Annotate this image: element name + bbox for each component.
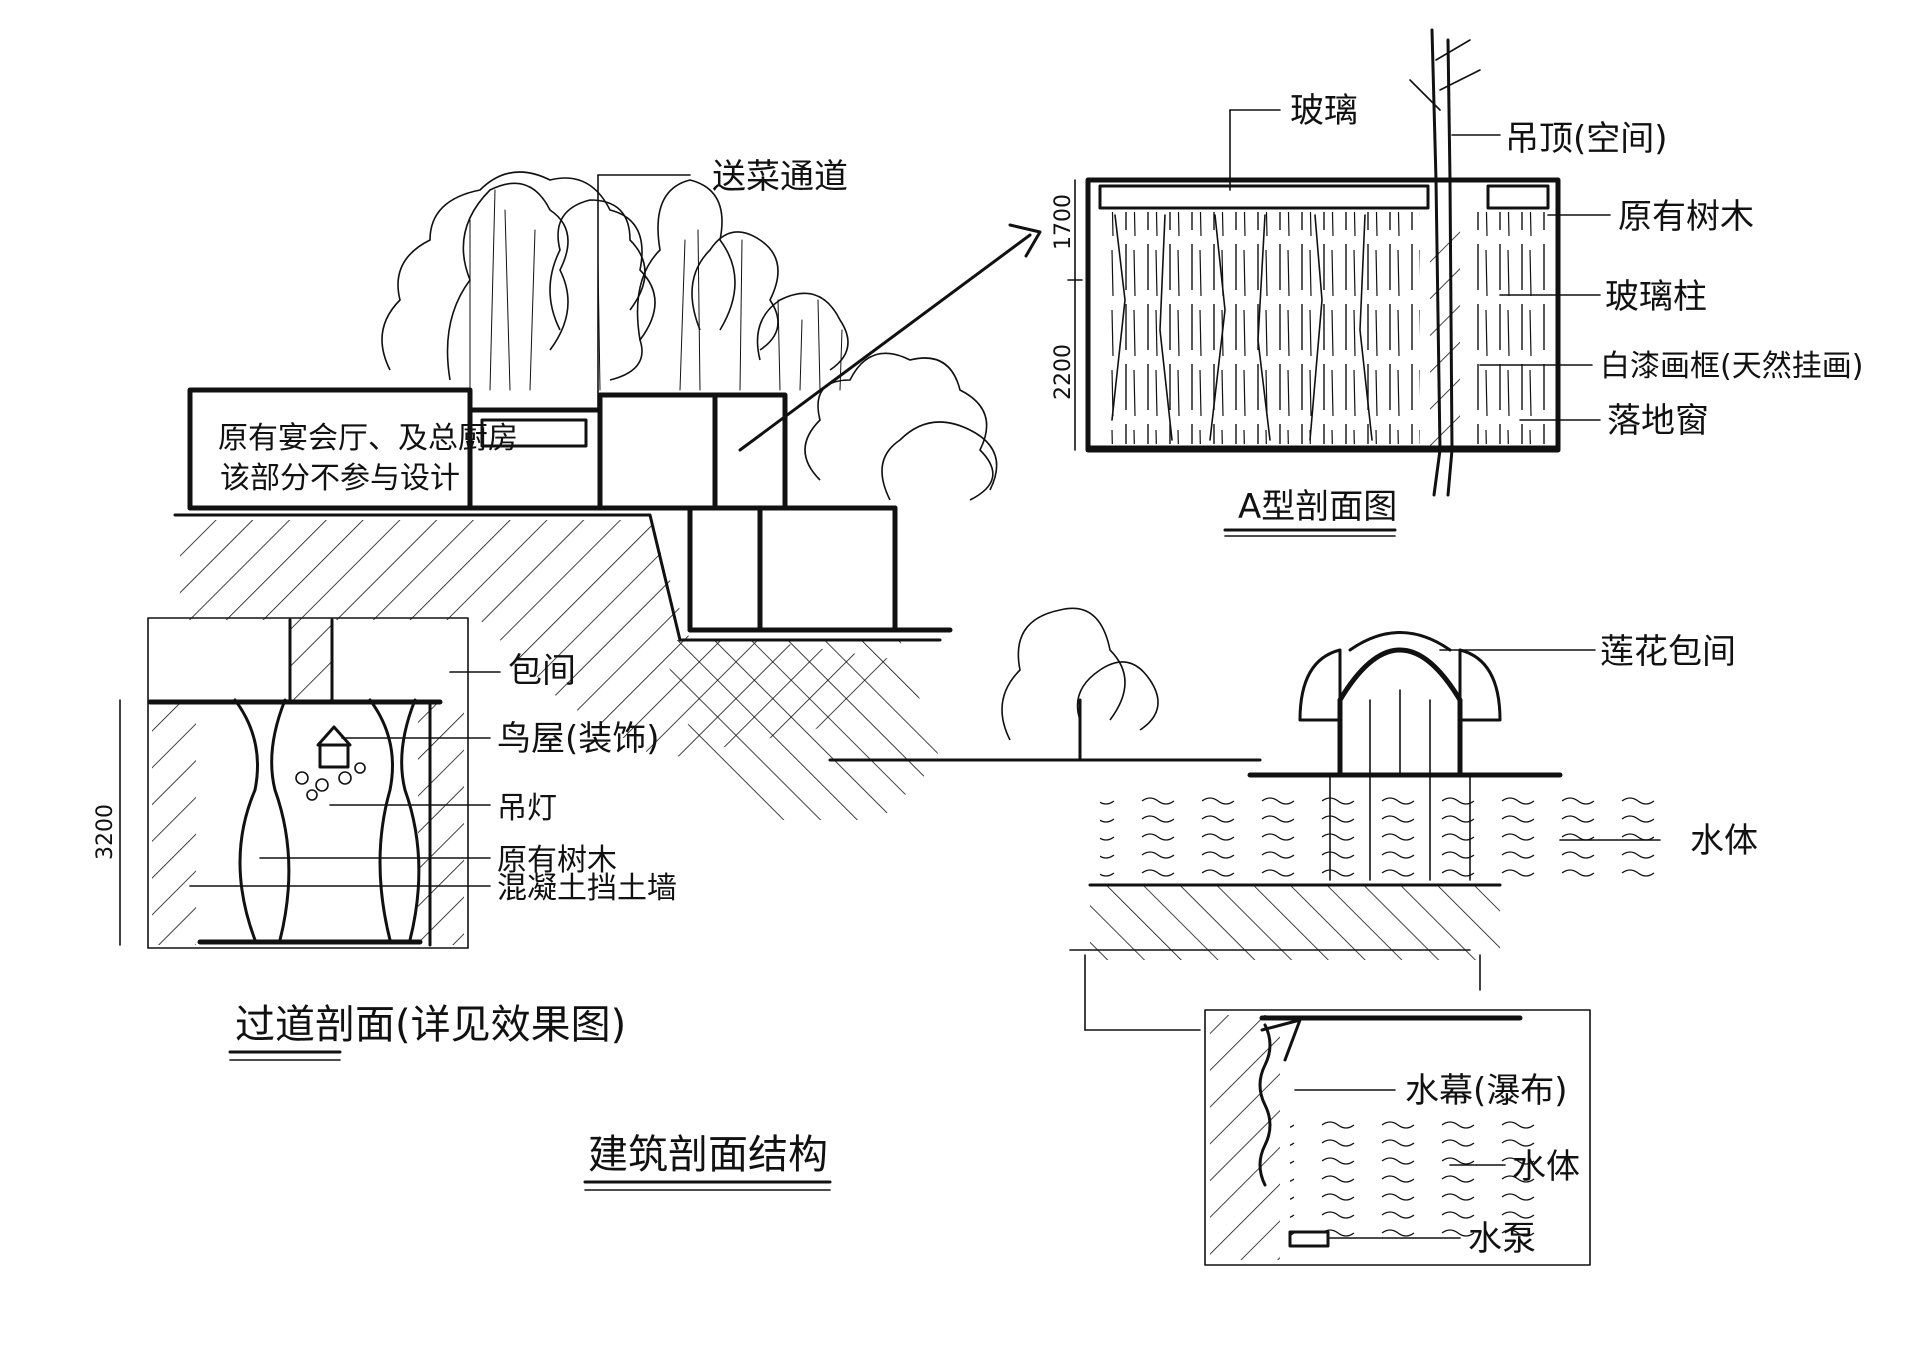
water-curtain-frame — [1204, 1009, 1591, 1266]
water-pump-icon — [1288, 1230, 1330, 1248]
white-paint-frame-label: 白漆画框(天然挂画) — [1600, 349, 1863, 384]
pendant-lamps — [295, 762, 366, 801]
lotus-room-label: 莲花包间 — [1600, 632, 1736, 672]
dining-box-upper — [597, 392, 788, 511]
bird-house-icon — [316, 725, 352, 769]
pendant-lamp-label: 吊灯 — [497, 791, 557, 826]
glass-top-label: 玻璃 — [1290, 91, 1358, 131]
water-curtain-section: 水幕(瀑布) 水体 水泵 — [1204, 1009, 1591, 1266]
arrow-to-a-section-icon — [1008, 223, 1042, 258]
lotus-water-section: 莲花包间 水体 — [828, 607, 1758, 1031]
dining-box-lower — [687, 505, 898, 633]
dim-a-lower: 2200 — [1051, 344, 1076, 400]
tree-canopy-group — [381, 171, 998, 501]
a-section-title: A型剖面图 — [1238, 487, 1397, 527]
passage-section-title: 过道剖面(详见效果图) — [235, 1002, 626, 1048]
building-section-title: 建筑剖面结构 — [588, 1132, 828, 1178]
water-body-area — [1100, 790, 1660, 885]
planter-box — [480, 418, 588, 448]
passage-frame — [147, 617, 469, 949]
water-curtain-label: 水幕(瀑布) — [1405, 1071, 1568, 1111]
main-building-section: 原有宴会厅、及总厨房 该部分不参与设计 送菜通道 — [173, 157, 1042, 820]
water-body-a-label: 水体 — [1690, 821, 1758, 861]
floor-window-label: 落地窗 — [1607, 401, 1709, 441]
retaining-wall-label: 混凝土挡土墙 — [497, 871, 677, 906]
glass-column-label: 玻璃柱 — [1605, 277, 1707, 317]
hanging-painting-panels — [1110, 212, 1420, 444]
private-room-label: 包间 — [508, 651, 576, 691]
food-corridor-label: 送菜通道 — [712, 157, 848, 197]
glass-column-fill — [1470, 212, 1545, 444]
passage-section: 3200 包间 鸟屋(装饰) 吊灯 原有树木 混凝土挡土墙 过道剖面(详见效果图… — [93, 617, 677, 1061]
water-body-b-label: 水体 — [1512, 1147, 1580, 1187]
dim-passage-height: 3200 — [93, 804, 118, 860]
a-type-section: 1700 2200 玻璃 吊顶(空间) 原有树木 玻璃柱 白漆画框(天然挂画) … — [1051, 28, 1863, 537]
ceiling-label: 吊顶(空间) — [1505, 119, 1668, 159]
dim-a-upper: 1700 — [1051, 194, 1076, 250]
existing-tree-a-label: 原有树木 — [1618, 197, 1754, 237]
existing-hall-note-line2: 该部分不参与设计 — [220, 461, 460, 496]
bird-house-label: 鸟屋(装饰) — [497, 719, 660, 759]
existing-tree-b-label: 原有树木 — [497, 843, 617, 878]
water-pump-label: 水泵 — [1468, 1219, 1536, 1259]
glass-roof-band — [1098, 184, 1430, 210]
existing-hall-note-line1: 原有宴会厅、及总厨房 — [218, 421, 518, 456]
lotus-room-structure — [1298, 631, 1502, 778]
